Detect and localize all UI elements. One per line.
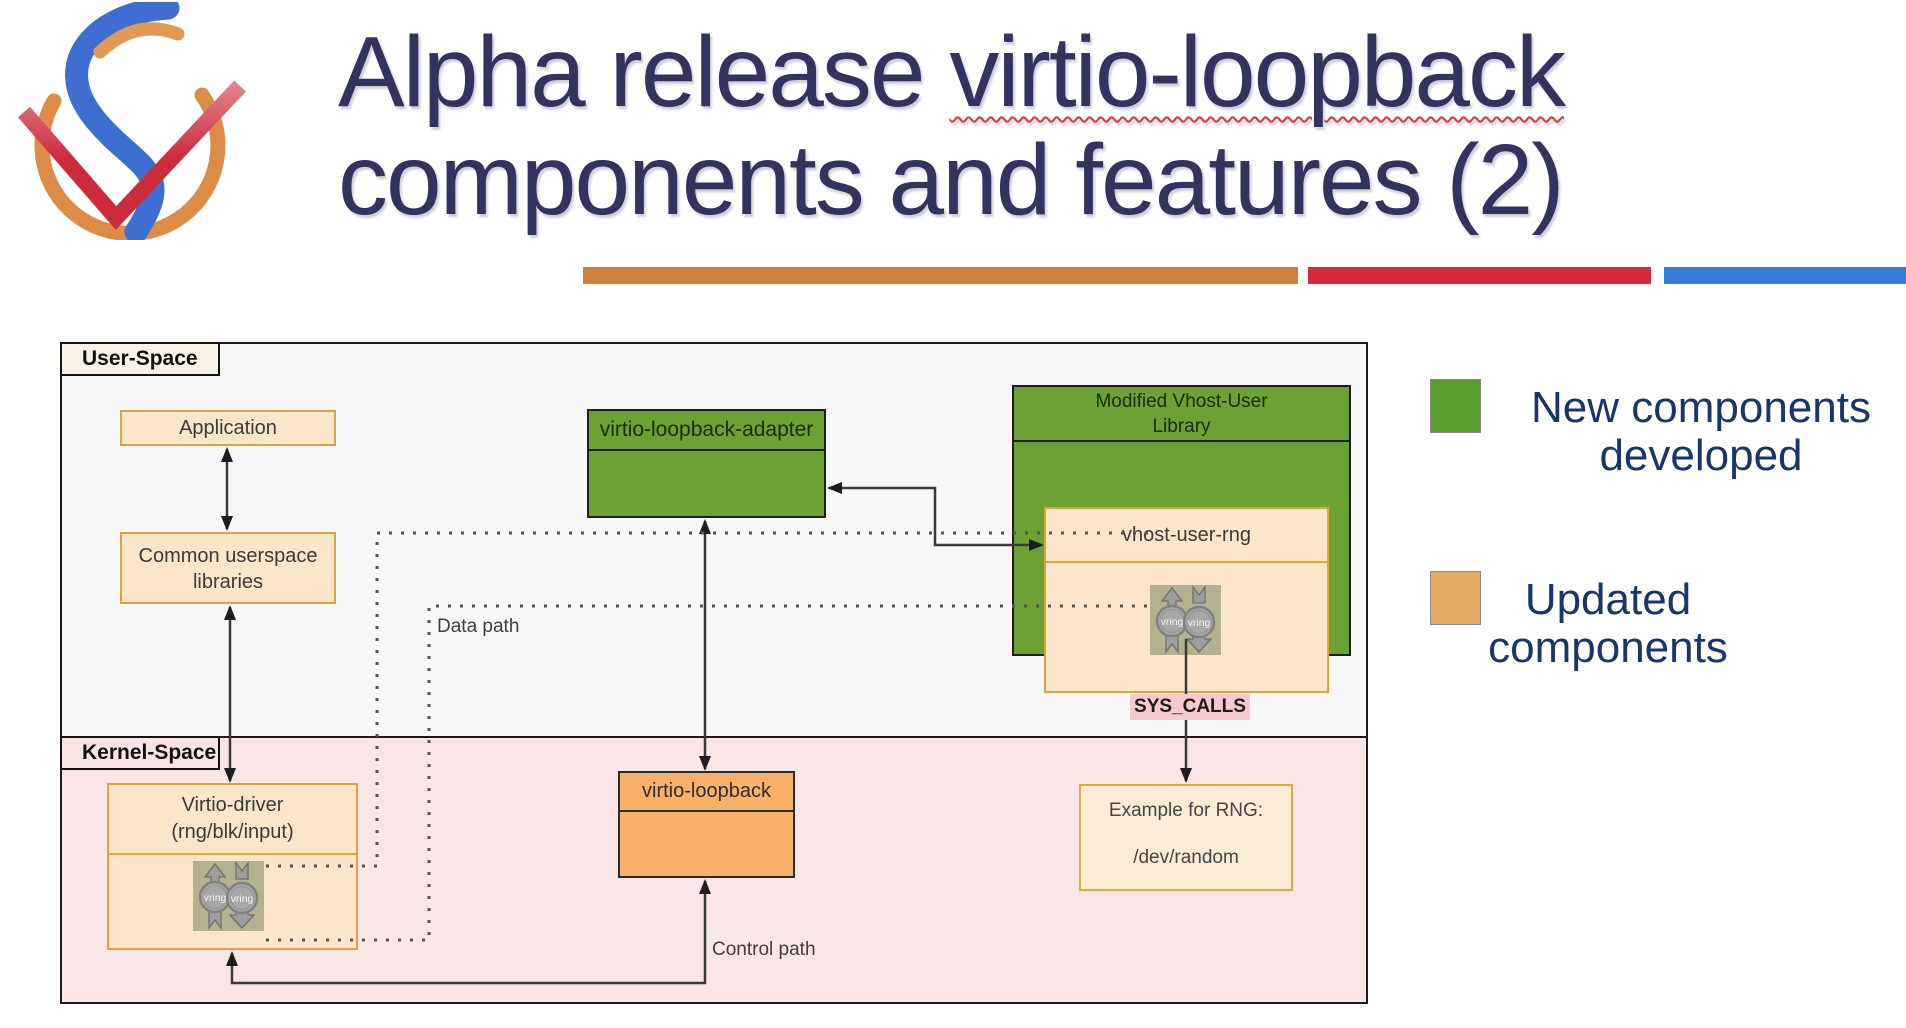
virtual-open-systems-logo (17, 2, 246, 240)
library-title-line1: Modified Vhost-User (1095, 390, 1268, 412)
vring-label: vring (1161, 616, 1184, 628)
vhost-user-rng-box: vhost-user-rng vring vring (1044, 507, 1329, 693)
legend-new-components-label: New components developed (1496, 384, 1906, 480)
ribbon-tail-icon (235, 861, 249, 880)
modified-vhost-user-library-box: Modified Vhost-User Library vhost-user-r… (1012, 385, 1351, 693)
virtio-driver-body: vring vring (109, 855, 356, 948)
accent-bar-orange (583, 267, 1298, 284)
virtio-driver-box: Virtio-driver (rng/blk/input) vring vrin… (107, 783, 358, 950)
data-path-label: Data path (437, 616, 520, 637)
logo-red-check (17, 80, 246, 230)
virtio-loopback-box: virtio-loopback (618, 771, 795, 878)
legend-updated-line2: components (1488, 623, 1728, 672)
legend-new-line1: New components (1531, 383, 1871, 432)
page-title: Alpha release virtio-loopback components… (338, 18, 1818, 234)
library-title: Modified Vhost-User Library (1014, 387, 1349, 442)
vring-label: vring (231, 893, 254, 905)
virtio-loopback-title: virtio-loopback (620, 773, 793, 812)
example-rng-line1: Example for RNG: (1108, 800, 1264, 821)
virtio-driver-line2: (rng/blk/input) (171, 821, 294, 843)
virtio-loopback-adapter-box: virtio-loopback-adapter (587, 409, 826, 518)
library-title-line2: Library (1152, 415, 1211, 437)
control-path-label: Control path (712, 939, 816, 960)
title-line1-prefix: Alpha release (338, 16, 950, 128)
ribbon-tail-icon (1192, 585, 1206, 604)
common-userspace-libraries-box: Common userspace libraries (120, 532, 336, 604)
legend-updated-components-label: Updated components (1408, 576, 1808, 672)
adapter-body (589, 451, 824, 516)
title-line1-underlined-word: virtio-loopback (949, 16, 1566, 128)
application-box: Application (120, 410, 336, 446)
legend-updated-components-swatch (1430, 571, 1481, 625)
title-line2: components and features (2) (338, 124, 1565, 236)
vring-icon: vring vring (193, 861, 264, 931)
sys-calls-label: SYS_CALLS (1130, 694, 1250, 720)
example-rng-box: Example for RNG: /dev/random (1079, 784, 1293, 891)
logo-orange-top-arc (93, 22, 185, 59)
accent-bar-red (1308, 267, 1651, 284)
common-libraries-line1: Common userspace (138, 545, 318, 567)
virtio-loopback-body (620, 812, 793, 876)
accent-bar-blue (1664, 267, 1906, 284)
vhost-user-rng-body: vring vring (1046, 563, 1327, 691)
common-libraries-line2: libraries (192, 571, 264, 593)
library-body: vhost-user-rng vring vring (1014, 442, 1349, 693)
legend-new-line2: developed (1599, 431, 1803, 480)
vring-icon: vring vring (1150, 585, 1221, 655)
legend-new-components-swatch (1430, 379, 1481, 433)
vring-label: vring (204, 892, 227, 904)
legend-updated-line1: Updated (1524, 575, 1692, 624)
title-line1: Alpha release virtio-loopback (338, 18, 1818, 126)
vring-label: vring (1188, 617, 1211, 629)
virtio-driver-line1: Virtio-driver (181, 794, 284, 816)
vhost-user-rng-title: vhost-user-rng (1046, 509, 1327, 563)
virtio-driver-title: Virtio-driver (rng/blk/input) (109, 785, 356, 855)
application-label: Application (179, 416, 277, 439)
user-space-label: User-Space (60, 342, 220, 376)
example-rng-line2: /dev/random (1133, 847, 1239, 868)
kernel-space-label: Kernel-Space (60, 736, 220, 770)
adapter-title: virtio-loopback-adapter (589, 411, 824, 451)
